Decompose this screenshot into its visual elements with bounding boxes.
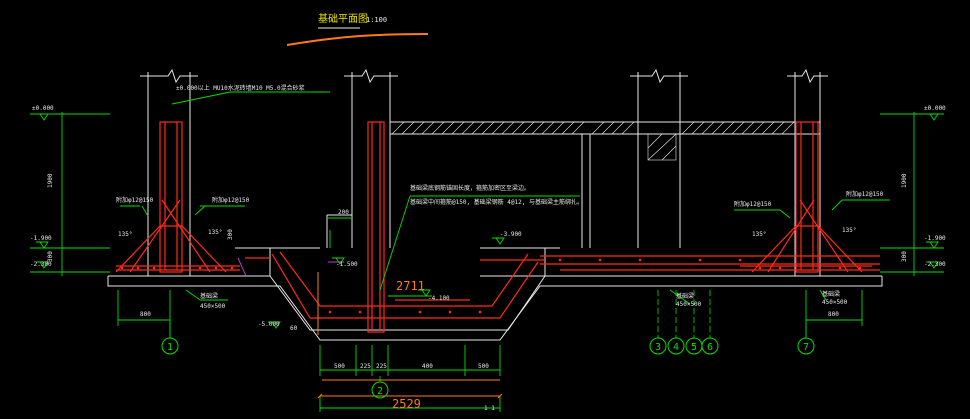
level-m1900-left: -1.900	[30, 235, 52, 242]
markup-stroke	[286, 33, 429, 46]
axis-1-label: 1	[167, 342, 173, 353]
beam-left: 基础梁	[200, 292, 218, 300]
red-dimension	[317, 272, 503, 399]
dim-2711: 2711	[396, 279, 425, 293]
note-top: ±0.000以上 MU10水泥砖墙M10 M5.0混合砂浆	[176, 84, 305, 92]
dim-800-left: 800	[140, 311, 151, 318]
dim-500-a: 500	[334, 363, 345, 370]
dim-500-b: 500	[478, 363, 489, 370]
dim-225-a: 225	[360, 363, 371, 370]
dim-400: 400	[422, 363, 433, 370]
axis-7-label: 7	[803, 342, 809, 353]
rebar-left-a: 附加φ12@150	[116, 196, 154, 204]
axis-4-circle	[667, 337, 685, 355]
level-pm000-right: ±0.000	[924, 105, 946, 112]
drawing-scale: 1:100	[366, 16, 387, 24]
dim-225-b: 225	[376, 363, 387, 370]
axis-6-label: 6	[707, 342, 713, 353]
angle-4: 135°	[842, 227, 856, 234]
angle-3: 135°	[752, 231, 766, 238]
beam-left-size: 450×500	[200, 303, 226, 310]
dim-60: 60	[290, 325, 298, 332]
beam-mid-size: 450×500	[676, 301, 702, 308]
dim-800-right: 800	[828, 311, 839, 318]
rebar	[115, 121, 880, 333]
level-m3900: -3.900	[500, 231, 522, 238]
axis-centerlines	[379, 290, 711, 382]
dimension-lines	[30, 91, 944, 412]
dim-v-300-left: 300	[47, 251, 54, 262]
level-m5000: -5.000	[258, 321, 280, 328]
dim-v-1900-right: 1900	[901, 173, 908, 188]
axis-2-circle	[371, 381, 389, 399]
axis-1-circle	[161, 337, 179, 355]
note-mid-1: 基础梁底钢筋锚固长度，箍筋加密区至梁边。	[410, 184, 530, 192]
level-m1500: -1.500	[336, 261, 358, 268]
rebar-dots	[120, 258, 862, 314]
foundation-outline	[107, 68, 883, 341]
axis-6-circle	[701, 337, 719, 355]
axis-2-label: 2	[377, 386, 383, 397]
angle-1: 135°	[118, 231, 132, 238]
section-marks	[237, 257, 344, 277]
dim-v-1900-left: 1900	[47, 173, 54, 188]
rebar-right-a: 附加φ12@150	[734, 200, 772, 208]
dim-200: 200	[338, 209, 349, 216]
level-m4100: -4.100	[428, 295, 450, 302]
note-mid-2: 基础梁中间箍筋@150, 基础梁钢筋 4@12, 与基础梁主筋绑扎。	[410, 198, 583, 206]
beam-right-size: 450×500	[822, 299, 848, 306]
beam-right: 基础梁	[822, 290, 840, 298]
level-m1900-right: -1.900	[924, 235, 946, 242]
annotation-text: ±0.000以上 MU10水泥砖墙M10 M5.0混合砂浆 基础梁底钢筋锚固长度…	[30, 84, 946, 412]
dim-2529: 2529	[392, 397, 421, 411]
dim-1-1: 1 1	[484, 405, 495, 412]
level-pm000-left: ±0.000	[32, 105, 54, 112]
dim-300: 300	[227, 229, 234, 240]
axis-3-circle	[649, 337, 667, 355]
slab-hatch	[391, 121, 795, 161]
beam-mid: 基础梁	[676, 292, 694, 300]
rebar-left-b: 附加φ12@150	[212, 196, 250, 204]
axis-7-circle	[797, 337, 815, 355]
level-m2300-right: -2.300	[924, 261, 946, 268]
axis-4-label: 4	[673, 342, 679, 353]
axis-markers: 1 2 3 4 5 6 7	[161, 337, 815, 399]
dim-v-300-right: 300	[901, 251, 908, 262]
axis-5-label: 5	[691, 342, 697, 353]
angle-2: 135°	[208, 229, 222, 236]
level-m2300-left: -2.300	[30, 261, 52, 268]
rebar-right-b: 附加φ12@150	[846, 190, 884, 198]
drawing-title: 基础平面图	[318, 12, 368, 25]
axis-3-label: 3	[655, 342, 661, 353]
